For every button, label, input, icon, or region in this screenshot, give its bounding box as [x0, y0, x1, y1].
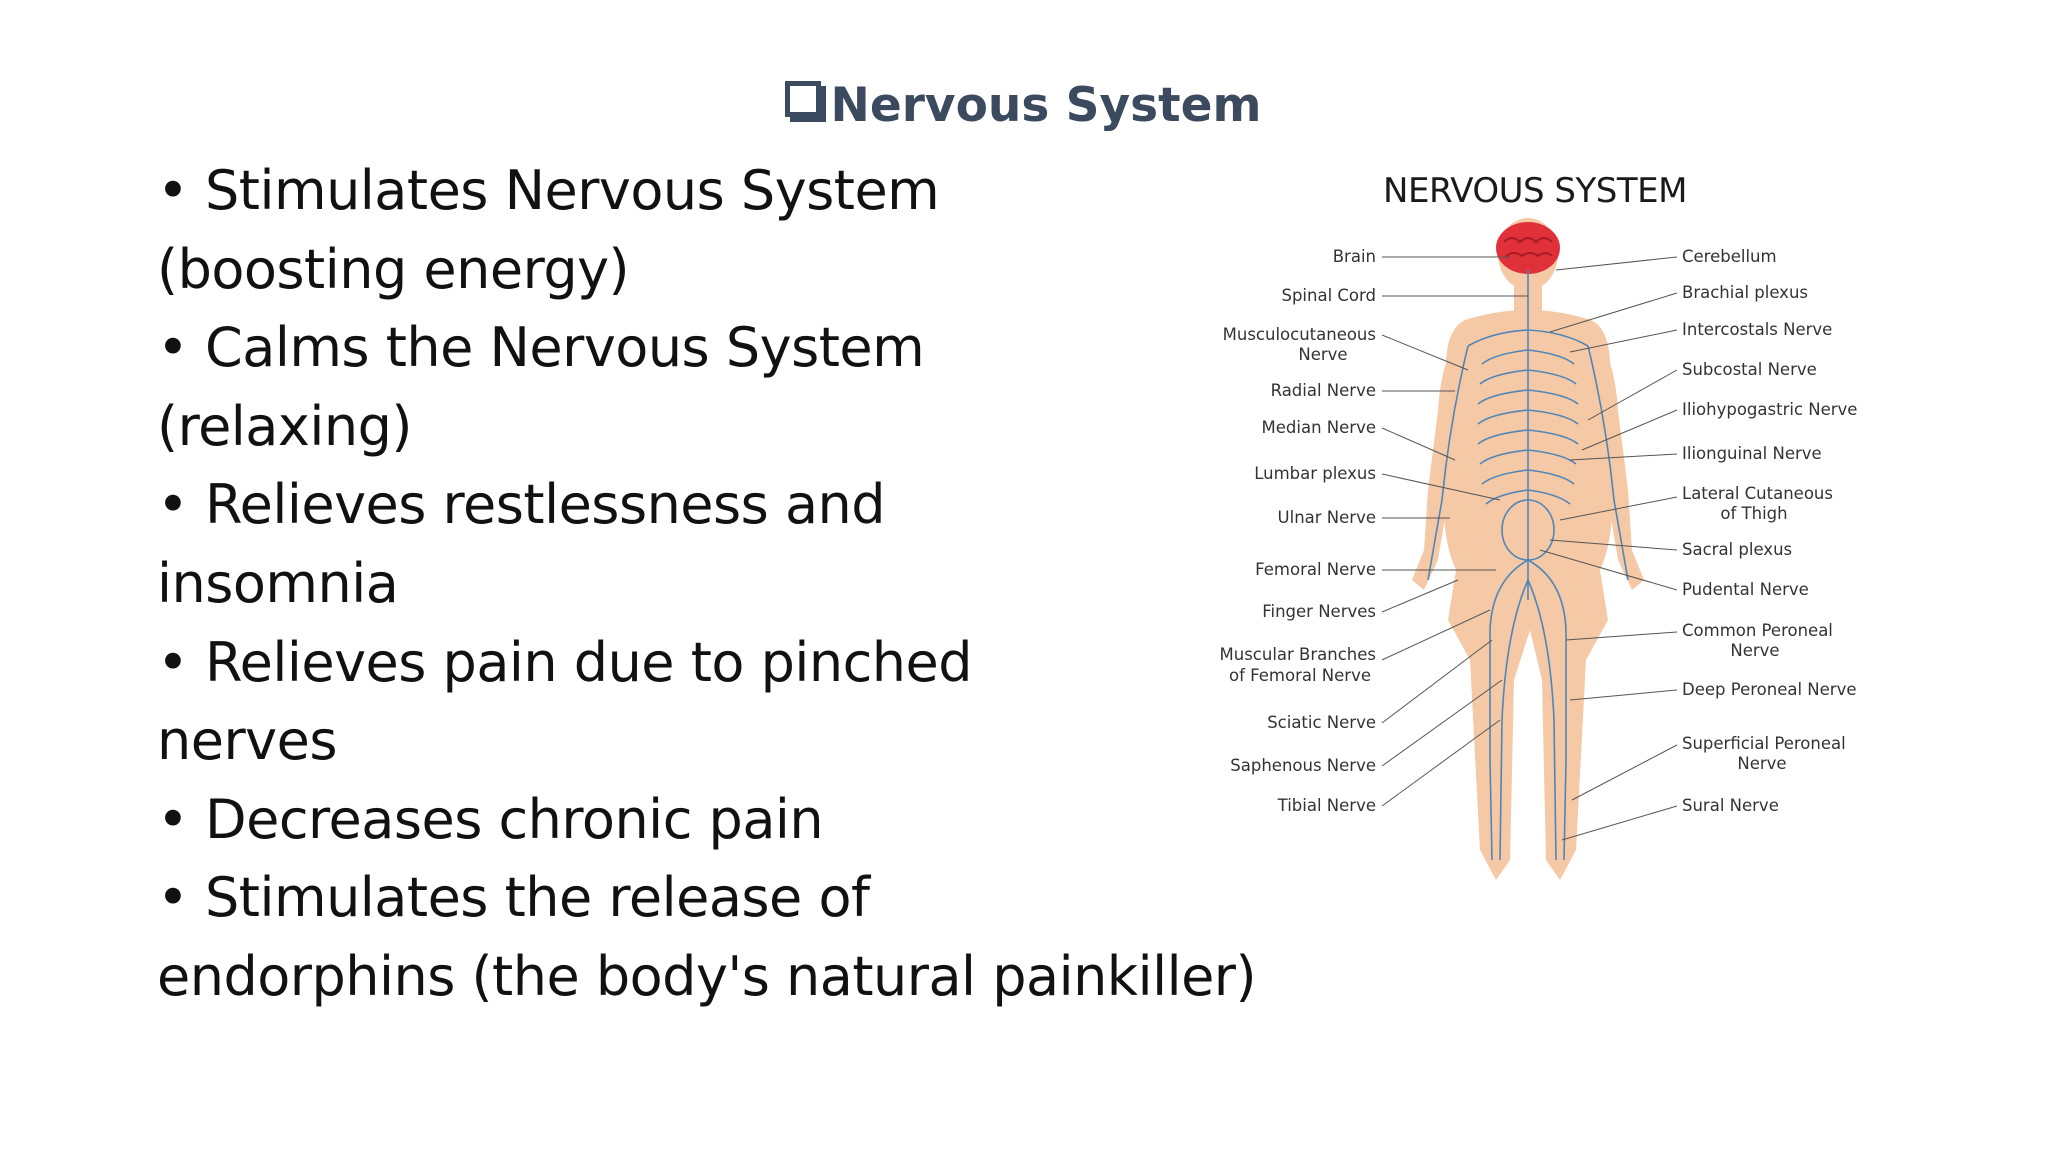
label-common-peroneal-2: Nerve	[1730, 641, 1779, 660]
label-cerebellum: Cerebellum	[1682, 247, 1777, 266]
leader-lines	[1381, 256, 1678, 841]
label-lateral-cutaneous: Lateral Cutaneous	[1682, 484, 1833, 503]
bullet-list: • Stimulates Nervous System (boosting en…	[157, 152, 1257, 1017]
bullet-line: endorphins (the body's natural painkille…	[157, 944, 1257, 1008]
label-femoral-nerve: Femoral Nerve	[1255, 560, 1376, 579]
nerve-network	[1427, 270, 1629, 861]
checkbox-icon	[784, 81, 821, 117]
bullet-line: (boosting energy)	[157, 237, 630, 301]
bullet-line: • Calms the Nervous System	[157, 316, 925, 380]
label-musculocutaneous: Musculocutaneous	[1223, 325, 1376, 344]
label-ulnar-nerve: Ulnar Nerve	[1278, 508, 1376, 527]
label-median-nerve: Median Nerve	[1262, 418, 1376, 437]
label-superficial-peroneal: Superficial Peroneal	[1682, 734, 1846, 753]
bullet-line: • Stimulates Nervous System	[157, 159, 940, 222]
bullet-line: • Stimulates the release of	[157, 866, 870, 930]
label-subcostal-nerve: Subcostal Nerve	[1682, 360, 1817, 379]
label-saphenous-nerve: Saphenous Nerve	[1230, 756, 1376, 775]
left-labels: Brain Spinal Cord Musculocutaneous Nerve…	[1220, 247, 1377, 815]
right-labels: Cerebellum Brachial plexus Intercostals …	[1682, 247, 1857, 815]
bullet-line: (relaxing)	[157, 394, 412, 458]
slide-title-text: Nervous System	[830, 78, 1262, 133]
label-tibial-nerve: Tibial Nerve	[1277, 796, 1376, 815]
label-intercostals-nerve: Intercostals Nerve	[1682, 320, 1832, 339]
bullet-line: • Relieves restlessness and	[157, 473, 886, 537]
label-muscular-branches: Muscular Branches	[1220, 645, 1377, 664]
label-muscular-branches-2: of Femoral Nerve	[1229, 666, 1371, 685]
bullet-line: nerves	[157, 709, 337, 773]
label-lumbar-plexus: Lumbar plexus	[1254, 464, 1376, 483]
label-sural-nerve: Sural Nerve	[1682, 796, 1779, 815]
brain-icon	[1496, 222, 1560, 274]
slide-title: Nervous System	[0, 78, 2048, 133]
label-sciatic-nerve: Sciatic Nerve	[1267, 713, 1376, 732]
label-musculocutaneous-2: Nerve	[1298, 345, 1347, 364]
nervous-system-illustration: NERVOUS SYSTEM	[1220, 171, 1857, 880]
label-ilionguinal-nerve: Ilionguinal Nerve	[1682, 444, 1822, 463]
label-pudental-nerve: Pudental Nerve	[1682, 580, 1809, 599]
label-superficial-peroneal-2: Nerve	[1737, 754, 1786, 773]
bullet-line: • Relieves pain due to pinched	[157, 630, 973, 694]
bullet-line: • Decreases chronic pain	[157, 787, 824, 851]
label-sacral-plexus: Sacral plexus	[1682, 540, 1792, 559]
label-spinal-cord: Spinal Cord	[1281, 286, 1376, 305]
label-brachial-plexus: Brachial plexus	[1682, 283, 1808, 302]
bullet-line: insomnia	[157, 551, 399, 615]
label-finger-nerves: Finger Nerves	[1262, 602, 1376, 621]
diagram-title: NERVOUS SYSTEM	[1383, 171, 1687, 211]
nervous-system-diagram: NERVOUS SYSTEM	[1210, 160, 1890, 900]
label-radial-nerve: Radial Nerve	[1271, 381, 1376, 400]
label-brain: Brain	[1333, 247, 1376, 266]
label-deep-peroneal-nerve: Deep Peroneal Nerve	[1682, 680, 1857, 699]
label-common-peroneal: Common Peroneal	[1682, 621, 1833, 640]
label-iliohypogastric-nerve: Iliohypogastric Nerve	[1682, 400, 1857, 419]
label-lateral-cutaneous-2: of Thigh	[1720, 504, 1787, 523]
